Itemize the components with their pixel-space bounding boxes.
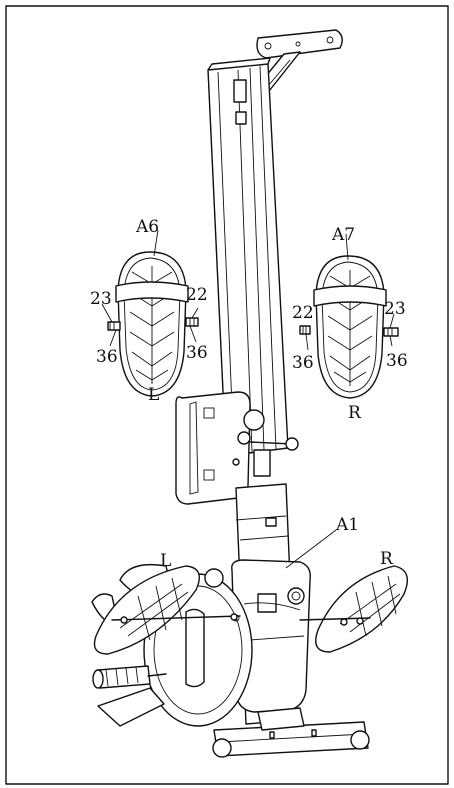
label-36-right-b: 36: [386, 351, 408, 371]
label-36-left-b: 36: [186, 343, 208, 363]
label-22-left: 22: [186, 285, 208, 305]
label-22-right: 22: [292, 303, 314, 323]
pedal-a6: [101, 229, 199, 397]
label-36-right-a: 36: [292, 353, 314, 373]
installed-pedal-left: [93, 565, 241, 655]
a1-leader-line: [285, 529, 337, 569]
pedal-a7: [299, 233, 399, 399]
upright-rail: [207, 29, 343, 457]
label-36-left-a: 36: [96, 347, 118, 367]
label-l-machine: L: [160, 551, 171, 571]
installed-pedal-right: [299, 565, 408, 653]
label-r-pedal: R: [348, 403, 362, 423]
label-23-left: 23: [90, 289, 112, 309]
label-l-pedal: L: [148, 385, 159, 405]
label-23-right: 23: [384, 299, 406, 319]
label-a6: A6: [135, 217, 159, 237]
frame-border: [5, 5, 449, 785]
label-a1: A1: [335, 515, 359, 535]
label-r-machine: R: [380, 549, 394, 569]
label-a7: A7: [331, 225, 355, 245]
